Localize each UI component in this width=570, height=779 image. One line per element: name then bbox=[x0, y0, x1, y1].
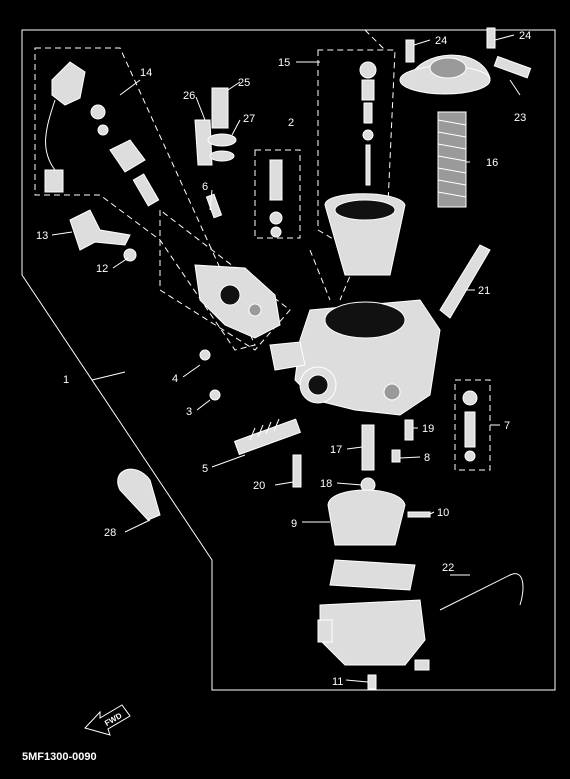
float-jets-screws bbox=[292, 419, 414, 493]
callout-21: 21 bbox=[478, 285, 490, 297]
main-jet-group bbox=[462, 390, 478, 462]
callout-labels: 1 2 3 4 5 6 7 8 9 10 11 12 13 14 15 16 1… bbox=[36, 30, 531, 688]
drawing-code: 5MF1300-0090 bbox=[22, 751, 97, 763]
callout-6: 6 bbox=[202, 181, 208, 193]
callout-28-clamp: 28 bbox=[104, 527, 116, 539]
float bbox=[327, 489, 406, 546]
group-14-boundary bbox=[34, 47, 256, 351]
callout-17: 17 bbox=[330, 444, 342, 456]
callout-10: 10 bbox=[437, 507, 449, 519]
callout-25: 25 bbox=[238, 77, 250, 89]
hose-clamp bbox=[117, 468, 161, 521]
callout-20: 20 bbox=[253, 480, 265, 492]
float-bowl bbox=[317, 559, 430, 671]
callout-24-right: 24 bbox=[519, 30, 531, 42]
throttle-screw-group bbox=[69, 209, 137, 262]
callout-23: 23 bbox=[514, 112, 526, 124]
callout-3: 3 bbox=[186, 406, 192, 418]
callout-9: 9 bbox=[291, 518, 297, 530]
callout-19: 19 bbox=[422, 423, 434, 435]
callout-14: 14 bbox=[140, 67, 152, 79]
callout-4: 4 bbox=[172, 373, 178, 385]
throttle-stop-screw bbox=[233, 418, 302, 456]
callout-8: 8 bbox=[424, 452, 430, 464]
callout-11: 11 bbox=[332, 676, 343, 688]
callout-26: 26 bbox=[183, 90, 195, 102]
drain-hose bbox=[439, 573, 524, 611]
forward-arrow-icon: FWD bbox=[84, 704, 131, 736]
callout-13: 13 bbox=[36, 230, 48, 242]
group-15-boundary bbox=[317, 49, 396, 271]
callout-2: 2 bbox=[288, 117, 294, 129]
throttle-stop-assembly bbox=[194, 87, 237, 166]
callout-12: 12 bbox=[96, 263, 108, 275]
float-pin bbox=[407, 511, 431, 518]
piston-spring bbox=[437, 111, 467, 208]
callout-1: 1 bbox=[63, 374, 69, 386]
piston-valve-assembly bbox=[324, 61, 406, 276]
callout-24-left: 24 bbox=[435, 35, 447, 47]
air-bleed-pipe bbox=[439, 244, 491, 319]
leader-lines bbox=[51, 34, 521, 683]
group-7-boundary bbox=[454, 379, 491, 471]
group-2-boundary bbox=[254, 149, 301, 239]
carburetor-body bbox=[269, 299, 441, 416]
main-outline bbox=[21, 29, 556, 691]
jet-needle-group bbox=[269, 159, 283, 238]
callout-7: 7 bbox=[504, 420, 510, 432]
pilot-screw bbox=[205, 193, 223, 219]
callout-27: 27 bbox=[243, 113, 255, 125]
drain-screw bbox=[367, 674, 377, 690]
starter-plunger-assembly bbox=[44, 61, 160, 207]
throttle-housing bbox=[194, 264, 281, 339]
callout-5: 5 bbox=[202, 463, 208, 475]
callout-15: 15 bbox=[278, 57, 290, 69]
idle-screws bbox=[199, 349, 221, 401]
vacuum-chamber-cover bbox=[399, 27, 532, 95]
callout-22: 22 bbox=[442, 562, 454, 574]
callout-16: 16 bbox=[486, 157, 498, 169]
callout-18: 18 bbox=[320, 478, 332, 490]
